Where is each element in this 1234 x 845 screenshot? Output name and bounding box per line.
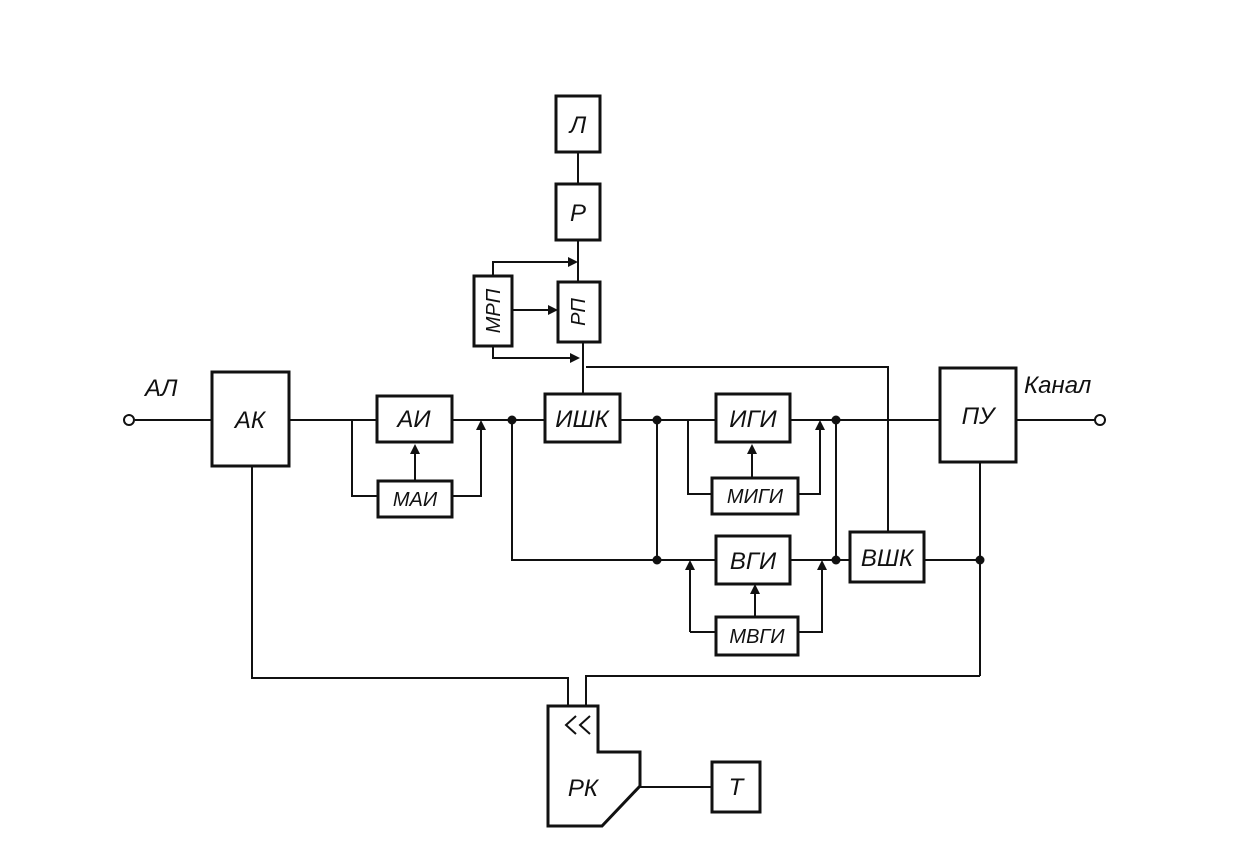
block-ishk: ИШК — [543, 392, 622, 444]
input-label: АЛ — [143, 375, 178, 402]
block-t: Т — [710, 760, 762, 814]
block-ai-label: АИ — [395, 406, 431, 433]
block-l-label: Л — [568, 112, 587, 139]
block-migi-label: МИГИ — [727, 486, 784, 508]
block-igi-label: ИГИ — [729, 406, 777, 433]
block-vshk: ВШК — [848, 530, 926, 584]
block-r-label: Р — [570, 200, 586, 227]
block-pu: ПУ — [938, 366, 1018, 464]
block-ai: АИ — [375, 394, 454, 444]
block-igi: ИГИ — [714, 392, 792, 444]
input-terminal — [123, 414, 135, 426]
block-mvgi: МВГИ — [714, 615, 800, 657]
block-ak: АК — [210, 370, 291, 468]
block-r: Р — [554, 182, 602, 242]
block-rk-label: РК — [568, 775, 600, 802]
block-ak-label: АК — [233, 407, 267, 434]
block-vgi-label: ВГИ — [730, 548, 777, 575]
block-mai: МАИ — [376, 479, 454, 519]
block-mrp: МРП — [472, 274, 514, 348]
block-l: Л — [554, 94, 602, 154]
block-mai-label: МАИ — [393, 489, 438, 511]
block-migi: МИГИ — [710, 476, 800, 516]
block-rk: РК — [546, 704, 642, 828]
block-pu-label: ПУ — [962, 403, 997, 430]
block-t-label: Т — [729, 774, 746, 801]
block-mvgi-label: МВГИ — [729, 626, 785, 648]
block-vgi: ВГИ — [714, 534, 792, 586]
block-mrp-label: МРП — [483, 288, 505, 333]
block-ishk-label: ИШК — [555, 406, 610, 433]
wires — [135, 152, 1096, 788]
output-terminal — [1094, 414, 1106, 426]
junctions — [507, 415, 985, 565]
block-rp: РП — [556, 280, 602, 344]
block-vshk-label: ВШК — [861, 545, 915, 572]
block-rp-label: РП — [568, 298, 590, 326]
output-label: Канал — [1024, 372, 1092, 399]
